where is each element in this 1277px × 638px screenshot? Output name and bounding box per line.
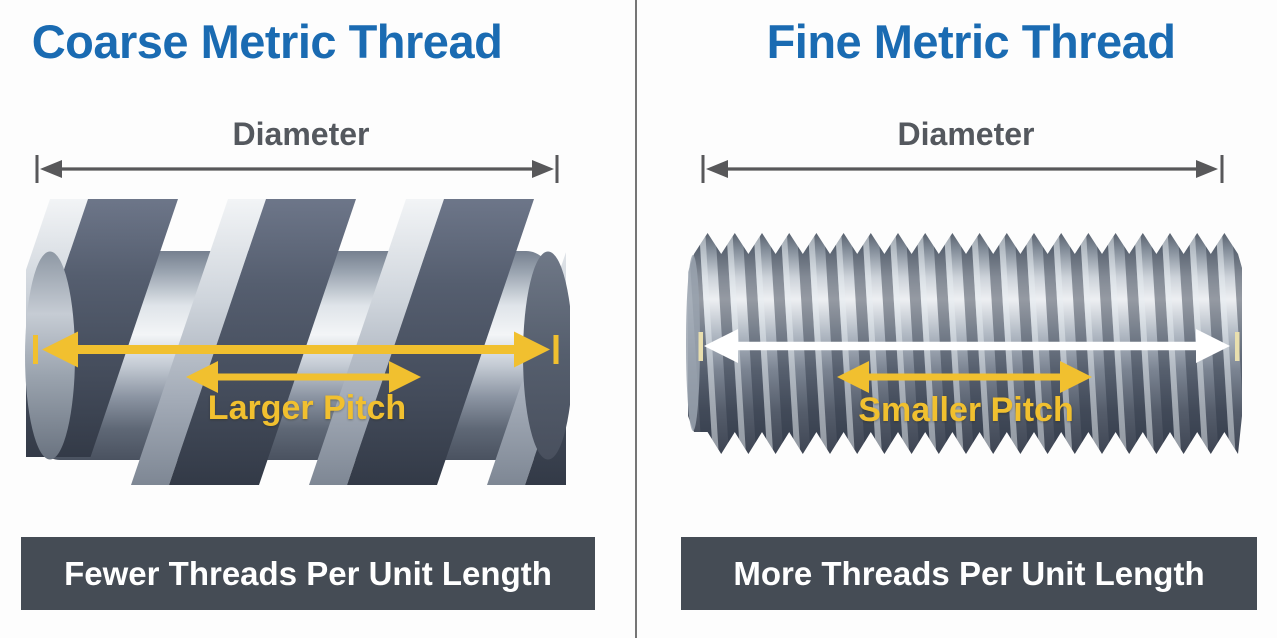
right-panel-title: Fine Metric Thread bbox=[766, 15, 1176, 68]
panel-divider bbox=[635, 0, 637, 638]
right-diameter-label: Diameter bbox=[897, 116, 1035, 152]
left-caption-bar: Fewer Threads Per Unit Length bbox=[21, 537, 595, 610]
left-caption-text: Fewer Threads Per Unit Length bbox=[64, 554, 552, 592]
right-caption-text: More Threads Per Unit Length bbox=[733, 554, 1205, 592]
right-pitch-label: Smaller Pitch bbox=[858, 391, 1074, 429]
left-diameter-label: Diameter bbox=[232, 116, 370, 152]
left-pitch-label: Larger Pitch bbox=[207, 389, 407, 427]
left-panel-title: Coarse Metric Thread bbox=[31, 15, 503, 68]
coarse-thread-screw-illustration bbox=[25, 199, 570, 485]
right-caption-bar: More Threads Per Unit Length bbox=[681, 537, 1257, 610]
